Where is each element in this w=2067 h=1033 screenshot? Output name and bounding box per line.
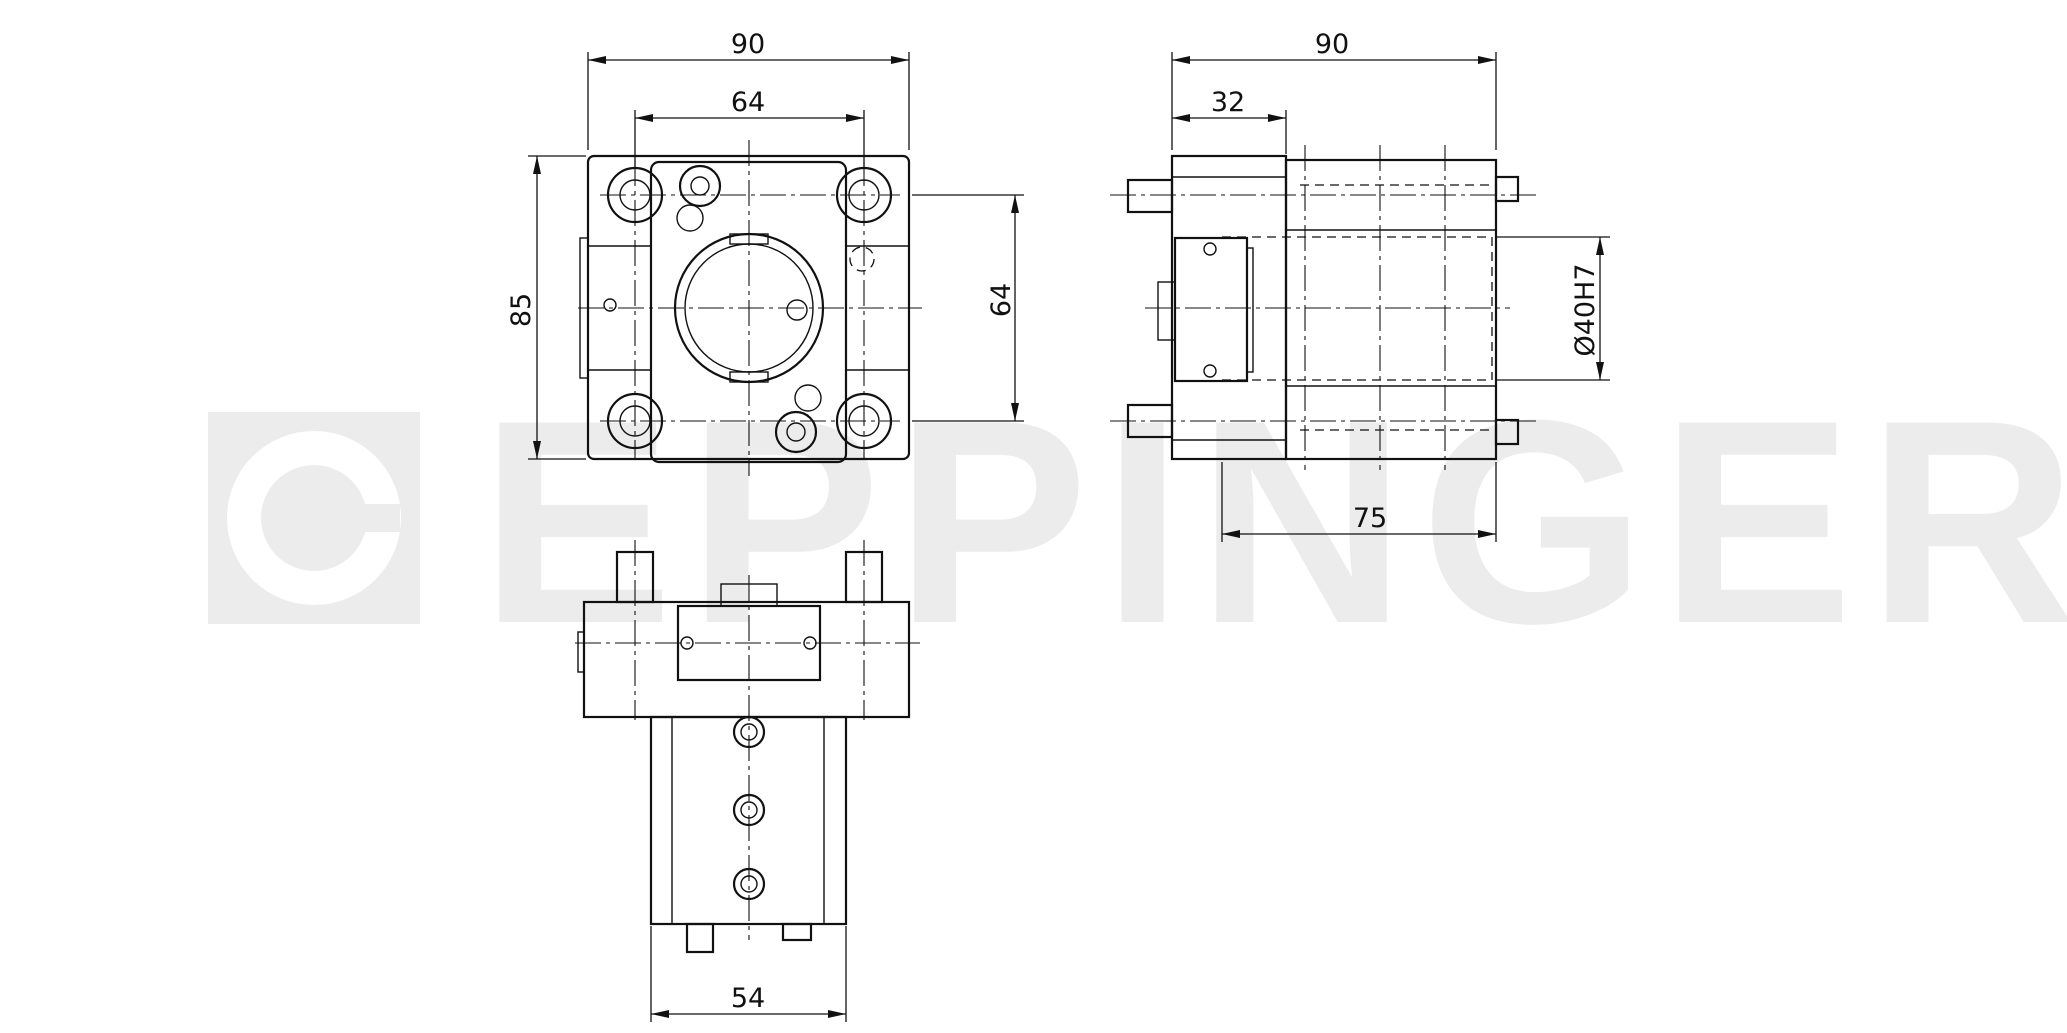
adjust-screw <box>786 299 808 321</box>
bottom-view-dimensions: 54 <box>650 926 847 1022</box>
side-clamp-wedge <box>1246 247 1254 373</box>
side-body-length-label: 75 <box>1353 503 1387 534</box>
side-width-label: 90 <box>1315 29 1349 60</box>
coolant-fitting-core <box>690 176 710 196</box>
bottom-view <box>575 540 920 954</box>
eppinger-watermark: EPPINGER <box>208 360 2067 684</box>
side-bore-label: Ø40H7 <box>1570 263 1601 356</box>
side-pin <box>603 298 617 312</box>
front-vertical-spacing-label: 64 <box>986 283 1017 317</box>
coolant-fitting-core <box>786 422 806 442</box>
side-view <box>1110 145 1540 470</box>
side-clamp-lug <box>1157 281 1176 341</box>
clamp-screw <box>1203 242 1217 256</box>
coolant-fitting <box>678 164 722 208</box>
side-view-dimensions: 90 32 Ø40H7 75 <box>1171 29 1610 542</box>
front-view <box>578 140 922 476</box>
side-pin-left <box>1126 178 1174 214</box>
bottom-side-lug <box>577 631 585 673</box>
watermark-text: EPPINGER <box>480 360 2067 684</box>
coolant-fitting-small <box>794 384 822 412</box>
side-flange-label: 32 <box>1211 87 1245 118</box>
bottom-shank-width-label: 54 <box>731 983 765 1014</box>
watermark-logo-bar <box>290 504 400 532</box>
side-pin-right <box>1494 175 1520 203</box>
front-height-label: 85 <box>506 293 537 327</box>
coolant-fitting <box>774 410 818 454</box>
side-body <box>1284 158 1498 461</box>
front-view-dimensions: 90 64 85 64 <box>506 29 1024 460</box>
hidden-port <box>849 246 875 272</box>
front-width-label: 90 <box>731 29 765 60</box>
bottom-lower-pin <box>685 922 715 954</box>
front-bolt-spacing-label: 64 <box>731 87 765 118</box>
side-pin-right <box>1494 418 1520 446</box>
coolant-fitting-small <box>676 204 704 232</box>
clamp-screw <box>1203 364 1217 378</box>
bottom-lower-pin <box>781 922 813 942</box>
